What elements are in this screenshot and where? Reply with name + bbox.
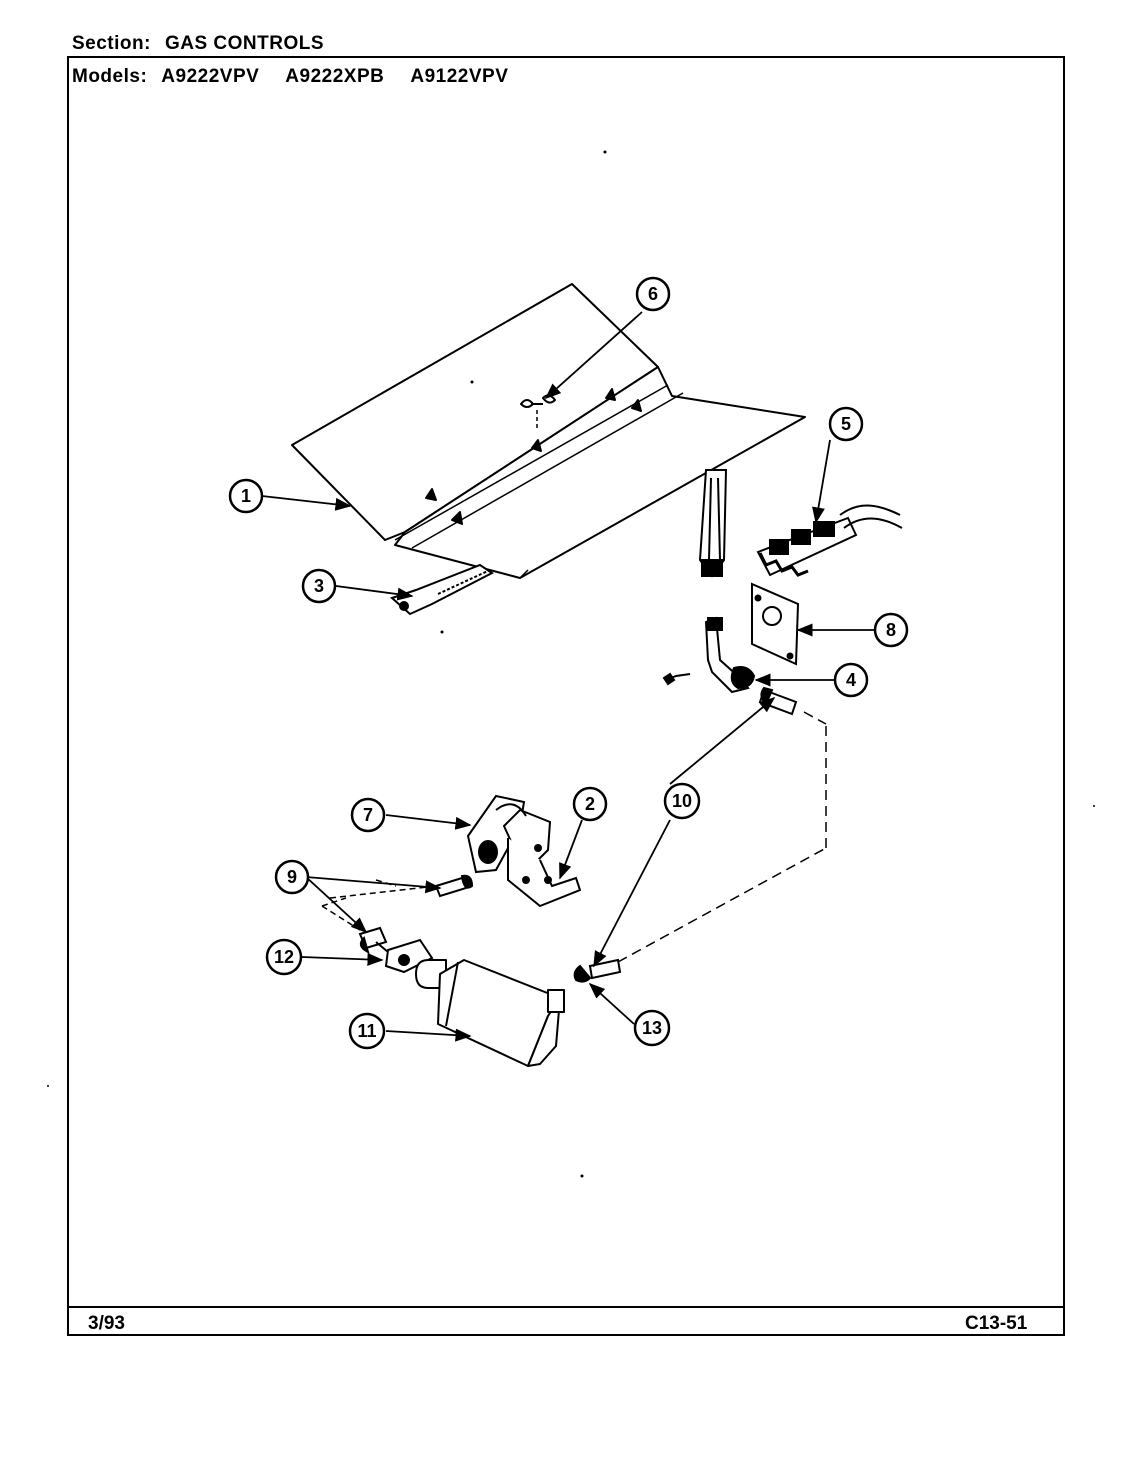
- svg-text:9: 9: [287, 867, 297, 887]
- spark-electrode: [698, 469, 728, 578]
- spark-module: [756, 504, 903, 577]
- svg-text:5: 5: [841, 414, 851, 434]
- section-label: Section:: [72, 33, 151, 54]
- burner-bracket: [390, 563, 494, 634]
- safety-valve: [466, 794, 582, 908]
- callout-1: 1: [228, 478, 264, 514]
- callout-4: 4: [833, 662, 869, 698]
- models-header: Models: A9222VPV A9222XPB A9122VPV: [72, 66, 534, 88]
- oven-burner: [415, 959, 565, 1067]
- callout-6: 6: [635, 276, 671, 312]
- callout-9: 9: [274, 859, 310, 895]
- callout-8: 8: [873, 612, 909, 648]
- callout-13: 13: [633, 1009, 671, 1047]
- speck: [47, 1085, 49, 1087]
- svg-text:13: 13: [642, 1018, 662, 1038]
- callout-5: 5: [828, 406, 864, 442]
- callout-12: 12: [265, 938, 303, 976]
- callout-10: 10: [663, 782, 701, 820]
- leader-lines: [261, 311, 874, 1042]
- mounting-plate: [751, 582, 800, 666]
- fitting-screws: [321, 874, 474, 954]
- page-code: C13-51: [965, 1313, 1028, 1334]
- footer-divider: [67, 1306, 1065, 1308]
- svg-text:6: 6: [648, 284, 658, 304]
- svg-text:10: 10: [672, 791, 692, 811]
- speck: [580, 1174, 584, 1178]
- section-value: GAS CONTROLS: [164, 33, 325, 54]
- svg-text:7: 7: [363, 805, 373, 825]
- model-number: A9222VPV: [161, 66, 260, 87]
- svg-text:2: 2: [585, 794, 595, 814]
- model-number: A9122VPV: [410, 66, 509, 87]
- svg-text:1: 1: [241, 486, 251, 506]
- svg-text:8: 8: [886, 620, 896, 640]
- callout-labels: 1 6 3 5 8 4 7 2 9 10 12 11 13: [228, 276, 909, 1050]
- orifice-hoods: [573, 711, 827, 983]
- speck: [1093, 805, 1095, 807]
- callout-2: 2: [572, 786, 608, 822]
- callout-3: 3: [301, 568, 337, 604]
- svg-text:4: 4: [846, 670, 856, 690]
- svg-text:11: 11: [357, 1021, 376, 1041]
- burner-baffle: [291, 150, 806, 579]
- callout-11: 11: [348, 1012, 386, 1050]
- callout-7: 7: [350, 797, 386, 833]
- models-label: Models:: [72, 66, 148, 87]
- connection-line: [329, 885, 437, 899]
- model-number: A9222XPB: [285, 66, 385, 87]
- svg-text:3: 3: [314, 576, 324, 596]
- revision-date: 3/93: [88, 1313, 125, 1334]
- diagram-frame: [67, 56, 1065, 1336]
- orifice-elbow: [662, 616, 798, 716]
- section-header: Section: GAS CONTROLS: [72, 33, 324, 55]
- svg-text:12: 12: [274, 947, 294, 967]
